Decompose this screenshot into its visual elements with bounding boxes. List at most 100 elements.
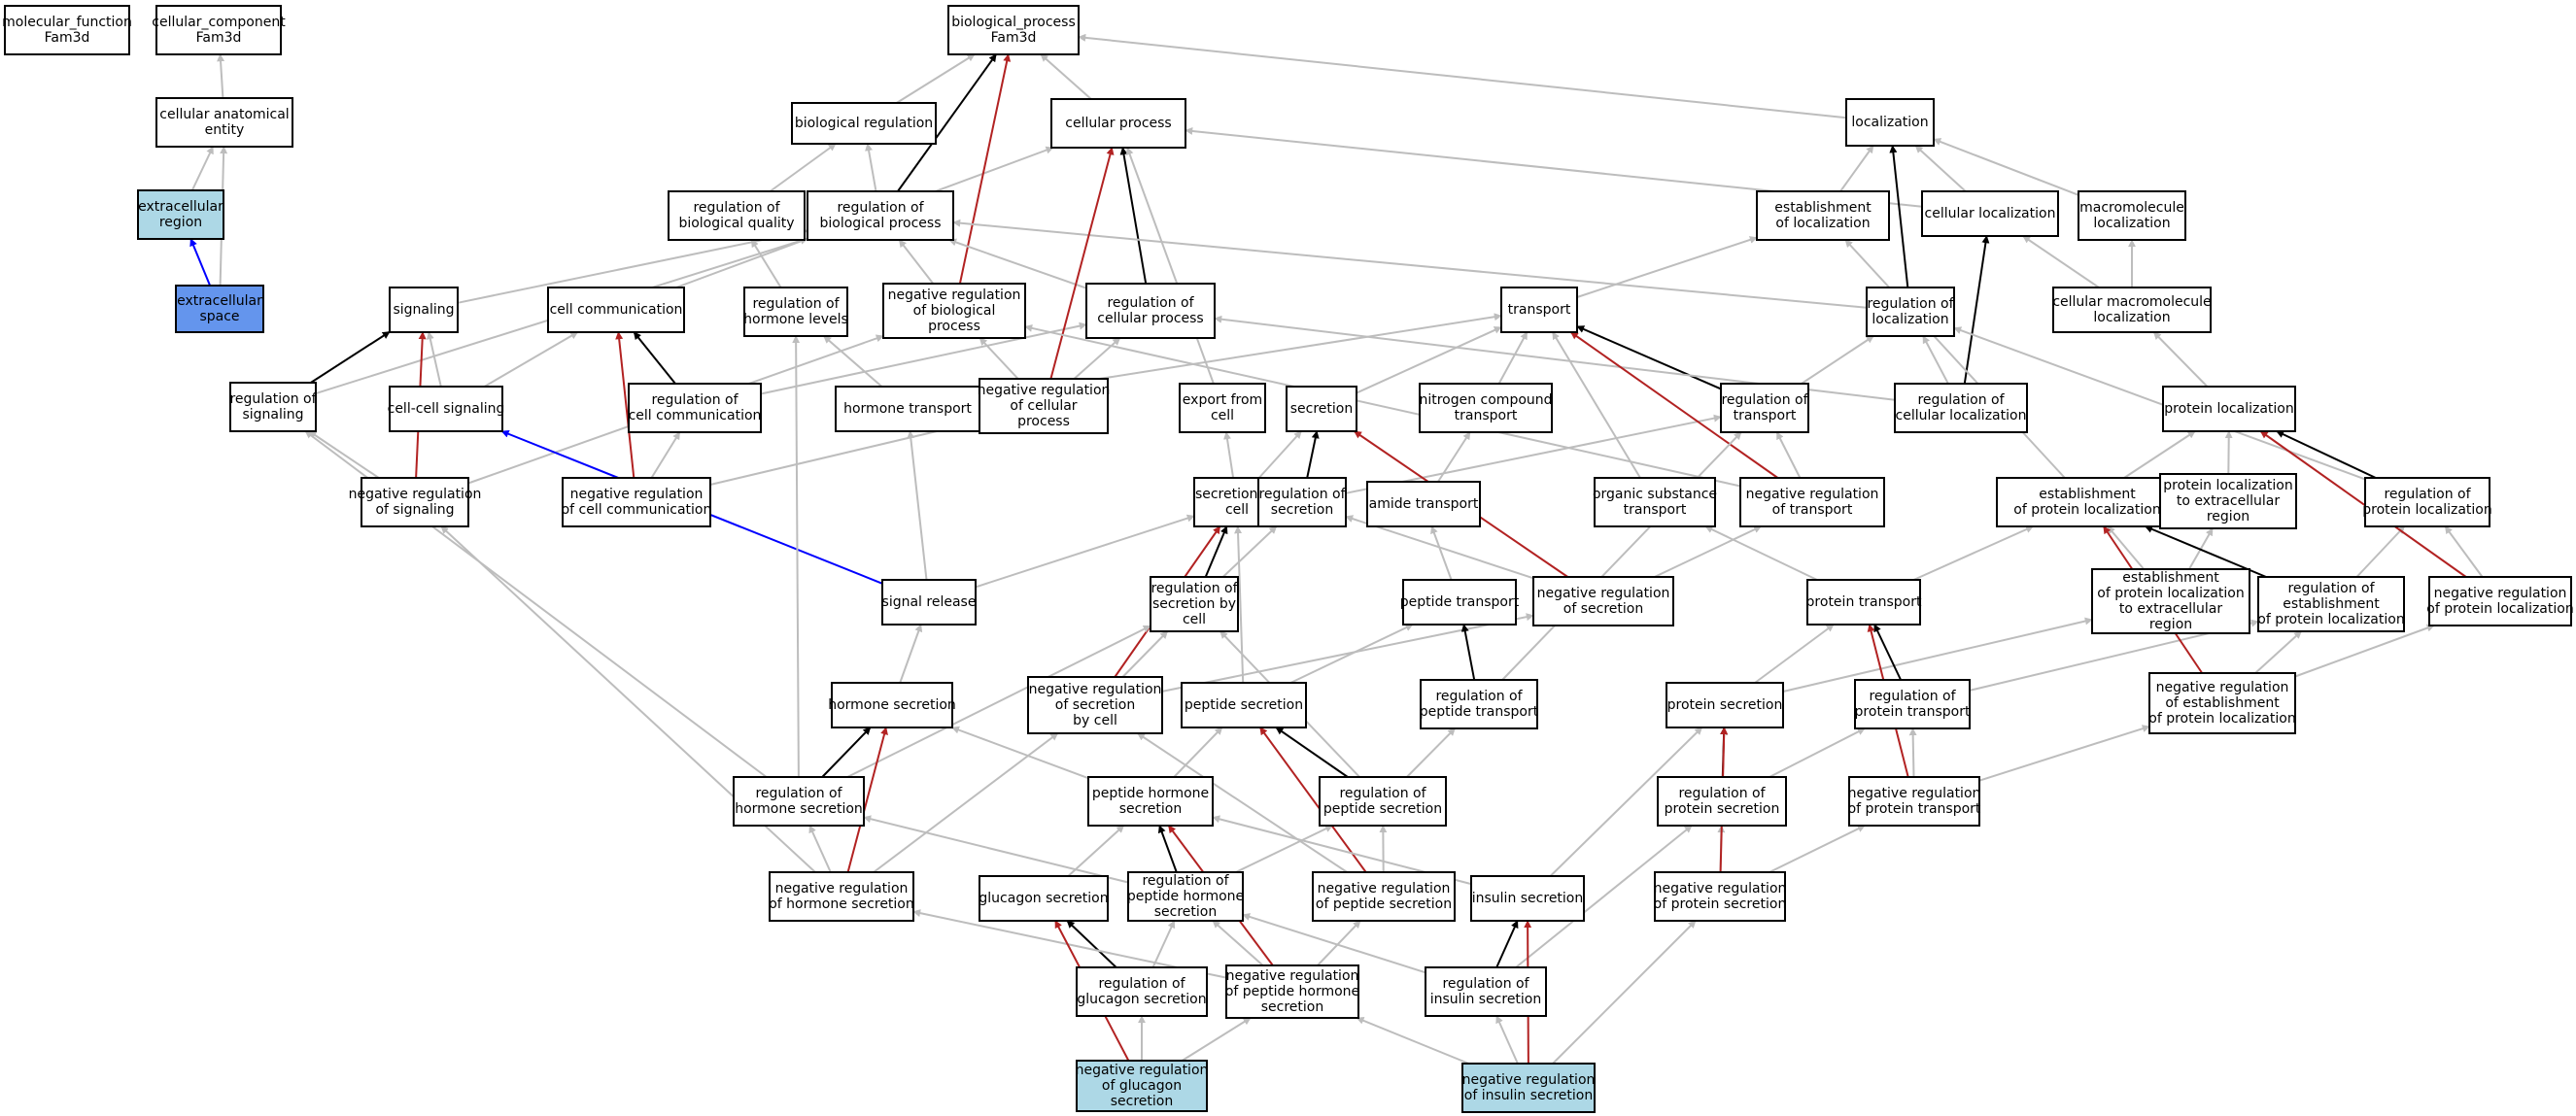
- node-label-line: process: [928, 319, 980, 334]
- node-label-line: regulation of: [229, 391, 317, 407]
- edge-nrhsecr-to-hsecr: [846, 727, 888, 873]
- go-term-node-cp[interactable]: cellular process: [1050, 98, 1186, 149]
- edge-sbc-to-secr: [1257, 430, 1302, 479]
- go-term-node-gsecr[interactable]: glucagon secretion: [979, 875, 1109, 922]
- node-box: [1921, 190, 2059, 237]
- go-term-node-cloc[interactable]: cellular localization: [1921, 190, 2059, 237]
- go-term-node-sig[interactable]: signaling: [389, 287, 459, 333]
- node-label-line: of protein localization: [2148, 711, 2295, 727]
- go-term-node-breg[interactable]: biological regulation: [791, 102, 937, 145]
- go-term-node-prtrans[interactable]: protein transport: [1806, 579, 1922, 626]
- node-box: [668, 190, 806, 241]
- node-box: [1470, 875, 1585, 922]
- edge-nrsig-to-rsig: [308, 430, 380, 479]
- node-label-line: organic substance: [1593, 487, 1717, 502]
- node-label-line: to extracellular: [2177, 493, 2280, 509]
- go-term-node-trans[interactable]: transport: [1500, 287, 1578, 333]
- edge-es-to-er: [189, 238, 212, 287]
- edge-nrprtrans-to-nreploc: [1978, 725, 2150, 782]
- node-label-line: hormone levels: [743, 312, 848, 327]
- node-label-line: regulation of: [1107, 295, 1194, 311]
- edge-eploc-to-estloc: [1844, 239, 2066, 479]
- node-label-line: of protein localization: [2257, 612, 2404, 627]
- node-label-line: regulation of: [1142, 873, 1229, 889]
- go-term-node-prsecr[interactable]: protein secretion: [1666, 682, 1784, 728]
- go-term-node-htrans[interactable]: hormone transport: [835, 386, 980, 432]
- go-term-node-ptrans[interactable]: peptide transport: [1400, 579, 1520, 626]
- edge-rsbc-to-sbc: [1204, 525, 1228, 578]
- go-term-node-psecr[interactable]: peptide secretion: [1181, 682, 1307, 728]
- edge-rpsecr-to-rptrans: [1406, 727, 1457, 778]
- edge-rbp-to-bp: [897, 53, 997, 192]
- edge-rgsecr-to-gsecr: [1066, 920, 1117, 968]
- node-box: [1425, 966, 1547, 1017]
- go-term-node-secr[interactable]: secretion: [1286, 386, 1357, 432]
- go-term-node-isecr[interactable]: insulin secretion: [1470, 875, 1585, 922]
- edge-rccomm-to-rcp: [760, 321, 1087, 395]
- go-term-node-ccomm[interactable]: cell communication: [547, 287, 685, 333]
- go-term-node-ploc[interactable]: protein localization: [2162, 386, 2296, 432]
- go-term-node-loc[interactable]: localization: [1845, 98, 1935, 147]
- go-term-node-srel[interactable]: signal release: [881, 579, 977, 626]
- go-term-node-atrans[interactable]: amide transport: [1366, 481, 1481, 527]
- go-term-node-ccsig[interactable]: cell-cell signaling: [388, 386, 505, 432]
- node-label-line: negative regulation: [570, 487, 704, 502]
- go-term-node-hsecr[interactable]: hormone secretion: [828, 682, 956, 728]
- edge-nrploc-to-ploc: [2259, 430, 2467, 578]
- node-label-line: entity: [205, 122, 245, 138]
